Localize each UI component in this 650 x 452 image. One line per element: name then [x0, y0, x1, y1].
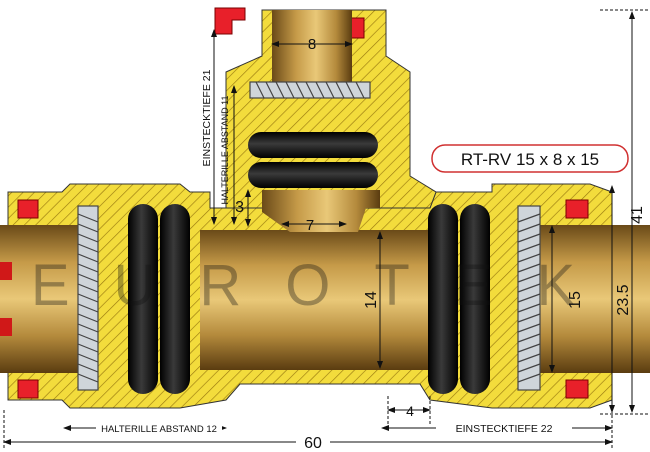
left-o-rings — [128, 204, 190, 394]
product-title: RT-RV 15 x 8 x 15 — [461, 150, 599, 169]
label-halterille-abstand-11: HALTERILLE ABSTAND 11 — [220, 95, 230, 204]
left-retaining-teeth — [77, 205, 99, 391]
dim-overall-height: 41 — [629, 206, 646, 224]
dim-pipe-diameter: 15 — [567, 291, 584, 309]
right-seal-rings — [565, 199, 589, 399]
left-seal-rings — [0, 199, 39, 399]
branch-pipe — [272, 10, 352, 84]
label-einstecktiefe-21: EINSTECKTIEFE 21 — [201, 69, 213, 166]
right-o-rings — [428, 204, 490, 394]
dim-overall-length: 60 — [304, 435, 322, 452]
title-box: RT-RV 15 x 8 x 15 — [431, 144, 629, 173]
dim-ring-offset: 4 — [406, 403, 414, 419]
branch-o-rings — [248, 132, 378, 188]
branch-retaining-teeth — [249, 81, 371, 99]
watermark: EUROTEK — [31, 253, 619, 318]
dim-centerline-height: 23.5 — [615, 284, 632, 315]
left-pipe — [0, 225, 90, 373]
label-halterille-abstand-12: HALTERILLE ABSTAND 12 — [101, 424, 217, 435]
right-retaining-teeth — [517, 205, 541, 391]
dim-branch-bore: 7 — [306, 217, 314, 234]
label-einstecktiefe-22: EINSTECKTIEFE 22 — [456, 423, 553, 435]
main-bore — [200, 230, 440, 370]
dim-branch-depth: 3 — [235, 199, 244, 216]
dim-branch-diameter: 8 — [308, 36, 316, 53]
dim-inner-bore: 14 — [363, 291, 380, 309]
